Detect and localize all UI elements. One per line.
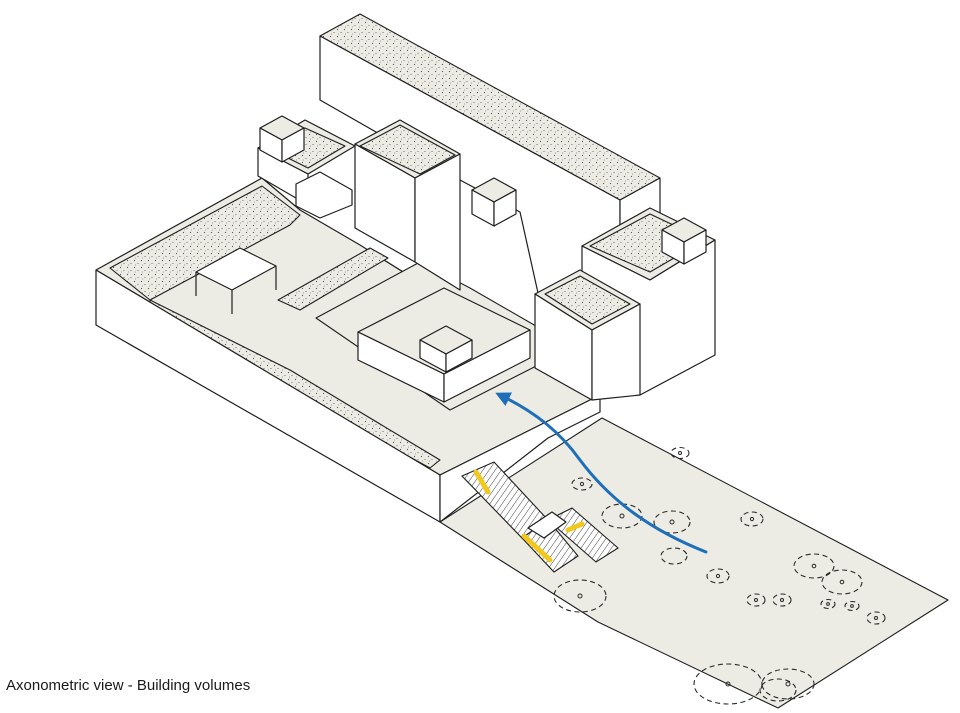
left-block-wall-low xyxy=(295,171,353,219)
right-block-gravel-lower xyxy=(544,275,631,325)
podium-gravel-strip xyxy=(109,185,301,301)
yellow-handrail-right xyxy=(565,521,585,533)
rooftop-cube-front xyxy=(419,325,473,373)
rooftop-cube-right xyxy=(661,217,707,265)
tree-trunks xyxy=(577,451,878,687)
rooftop-cube-left xyxy=(259,115,305,163)
front-block-wall-side xyxy=(443,329,531,403)
plaza-ground xyxy=(439,417,949,709)
pergola xyxy=(195,247,277,314)
podium-gravel-strip-2 xyxy=(277,247,389,311)
mid-tower-wall-side xyxy=(414,153,461,291)
right-block-wall-lower-side xyxy=(591,303,641,401)
circulation-arrow xyxy=(495,392,708,554)
yellow-handrail-upper xyxy=(473,469,491,495)
yellow-handrail-lower xyxy=(521,533,553,563)
diagram-caption: Axonometric view - Building volumes xyxy=(6,677,251,694)
mid-tower-roof-gravel xyxy=(359,124,456,175)
rooftop-cube-center xyxy=(471,177,517,227)
plaza-trees xyxy=(553,446,886,705)
